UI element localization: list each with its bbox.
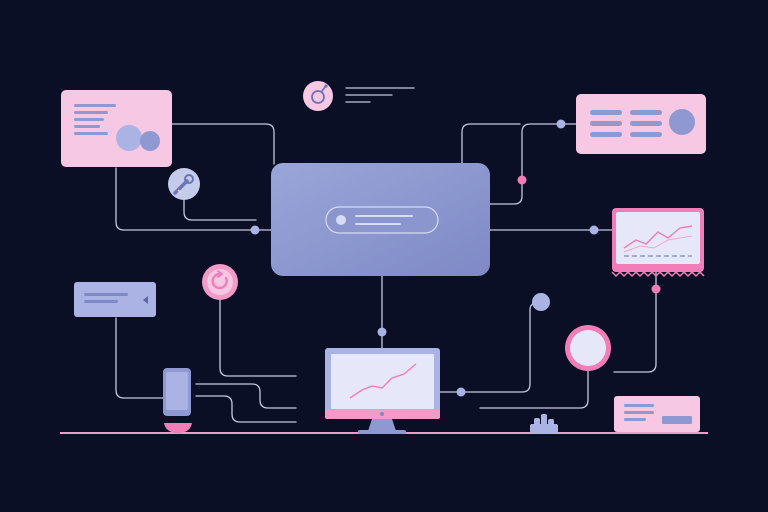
text-line — [624, 404, 654, 407]
list-line — [590, 110, 622, 115]
text-line — [74, 125, 100, 128]
robot-icon[interactable] — [303, 81, 333, 111]
desktop-monitor — [325, 348, 440, 434]
list-line — [630, 110, 662, 115]
phone-base — [164, 423, 192, 433]
card-slot — [662, 416, 692, 424]
connector-line — [613, 271, 657, 373]
wrench-icon[interactable] — [168, 168, 200, 200]
connector-line — [479, 369, 589, 409]
top-left-card — [61, 90, 172, 167]
search-bar[interactable] — [325, 206, 439, 234]
connector-lines — [115, 87, 657, 423]
chart-line — [623, 235, 693, 253]
connector-dot — [377, 327, 387, 337]
server-icon — [530, 414, 558, 433]
connector-line — [195, 383, 297, 409]
text-line — [624, 411, 654, 414]
connector-dot — [556, 119, 566, 129]
list-line — [630, 121, 662, 126]
text-line — [74, 104, 116, 107]
refresh-icon[interactable] — [202, 264, 238, 300]
list-line — [630, 132, 662, 137]
connector-line — [183, 199, 257, 221]
connector-line — [489, 123, 577, 205]
connector-dot — [250, 225, 260, 235]
text-line — [74, 111, 108, 114]
monitor-base — [358, 430, 406, 434]
connector-line — [171, 123, 275, 165]
connector-line — [439, 301, 541, 393]
connection-dots — [250, 119, 661, 397]
list-line — [590, 121, 622, 126]
list-line — [590, 132, 622, 137]
phone-screen — [166, 372, 188, 410]
connector-line — [195, 395, 297, 423]
monitor-stand — [368, 419, 396, 431]
text-line — [624, 418, 646, 421]
connector-dot — [532, 293, 550, 311]
text-line — [74, 132, 108, 135]
connector-dot — [589, 225, 599, 235]
right-chart-card — [611, 208, 705, 278]
text-line — [84, 293, 128, 296]
avatar-circle — [669, 109, 695, 135]
connector-line — [461, 123, 521, 165]
chevron-left-icon — [143, 296, 148, 304]
monitor-screen — [331, 354, 434, 409]
hub-panel — [271, 163, 490, 276]
card-zigzag-edge — [611, 270, 705, 278]
connector-line — [219, 299, 297, 377]
top-right-card — [576, 94, 706, 154]
search-bar-dot — [336, 215, 346, 225]
left-small-card — [74, 282, 156, 317]
globe-icon — [565, 325, 611, 371]
connector-line — [115, 167, 273, 231]
connector-dot — [517, 175, 527, 185]
monitor-chart-line — [349, 363, 417, 399]
connector-dot — [456, 387, 466, 397]
avatar-circle — [116, 125, 142, 151]
connector-dot — [651, 284, 661, 294]
connector-line — [115, 317, 165, 399]
avatar-circle — [140, 131, 160, 151]
smartphone — [163, 368, 192, 433]
text-line — [84, 300, 118, 303]
chart-line — [623, 225, 693, 249]
text-line — [74, 118, 104, 121]
bottom-right-card — [614, 396, 700, 432]
